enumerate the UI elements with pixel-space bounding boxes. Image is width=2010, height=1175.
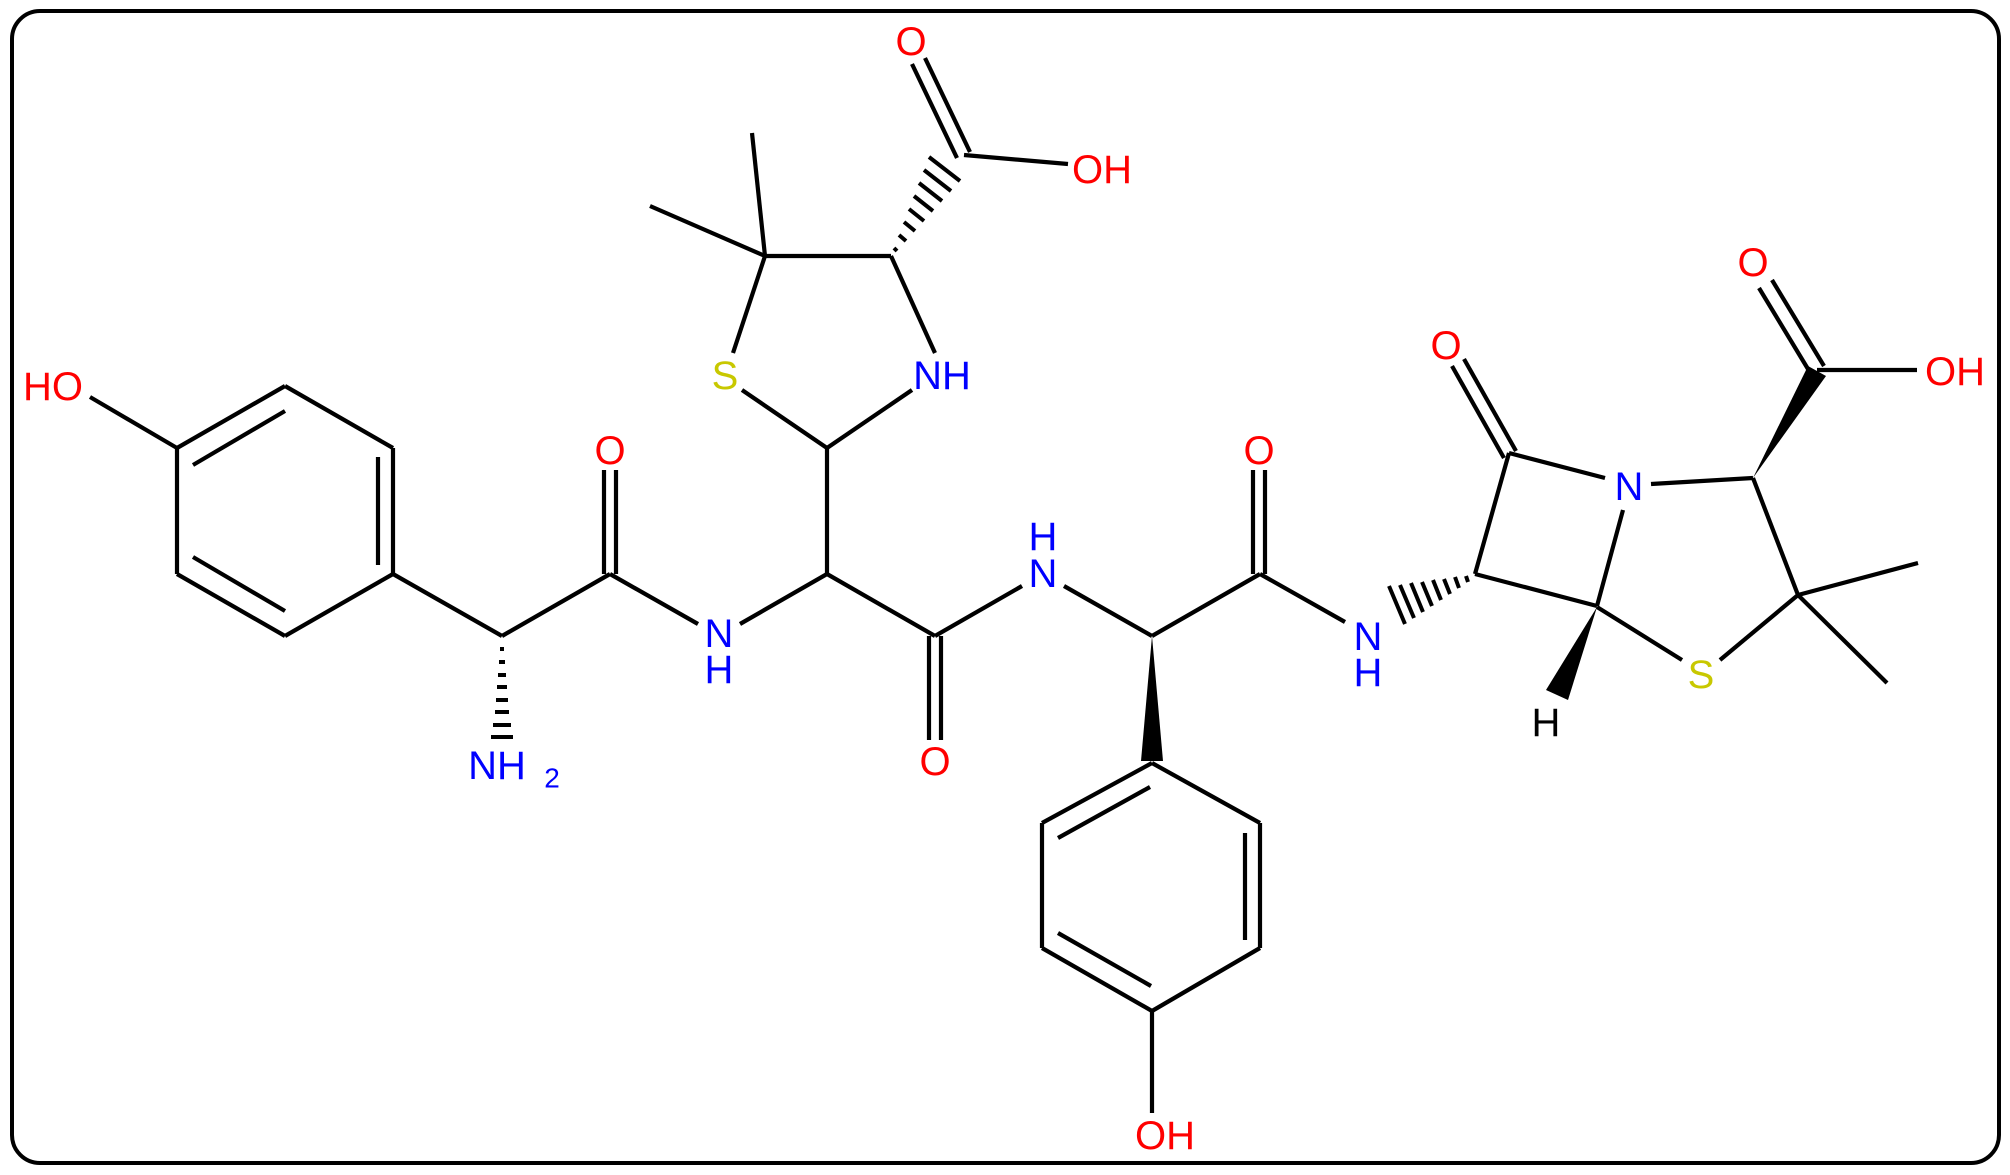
diagram-frame	[10, 9, 2001, 1165]
hash-bond	[491, 647, 513, 739]
acid-hydroxyl-label: OH	[1072, 148, 1132, 192]
bridgehead-hydrogen-label: H	[1532, 701, 1561, 745]
amide-nitrogen-label: N	[705, 612, 734, 656]
ring-nh-label: NH	[913, 354, 971, 398]
carbonyl-oxygen-label: O	[594, 429, 625, 473]
amine-subscript: 2	[544, 763, 560, 794]
wedge-bond	[1753, 366, 1826, 478]
amide-hydrogen-label: H	[705, 648, 734, 692]
amide-nitrogen-label: N	[1354, 615, 1383, 659]
acid-hydroxyl-label: OH	[1925, 350, 1985, 394]
acid-carbonyl-oxygen-label: O	[1737, 241, 1768, 285]
atom-labels: HO O NH 2 N H S NH O OH O H N O OH N H O…	[23, 20, 1985, 1158]
amide-nitrogen-label: N	[1029, 552, 1058, 596]
carbonyl-oxygen-label: O	[1243, 429, 1274, 473]
hash-bond	[1387, 575, 1470, 625]
carbonyl-oxygen-label: O	[919, 740, 950, 784]
acid-carbonyl-oxygen-label: O	[895, 20, 926, 64]
wedge-bond	[1141, 636, 1163, 761]
phenol-hydroxyl-label: OH	[1135, 1114, 1195, 1158]
bonds	[88, 57, 1919, 1113]
sulfur-label: S	[1688, 653, 1715, 697]
wedge-bond	[1546, 607, 1597, 700]
amine-label: NH	[468, 744, 526, 788]
hash-bond	[892, 155, 962, 253]
lactam-nitrogen-label: N	[1615, 465, 1644, 509]
sulfur-label: S	[712, 354, 739, 398]
stereo-wedges	[491, 155, 1826, 761]
amide-hydrogen-label: H	[1354, 651, 1383, 695]
hydroxyl-label: HO	[23, 365, 83, 409]
amide-hydrogen-label: H	[1029, 515, 1058, 559]
lactam-oxygen-label: O	[1430, 324, 1461, 368]
